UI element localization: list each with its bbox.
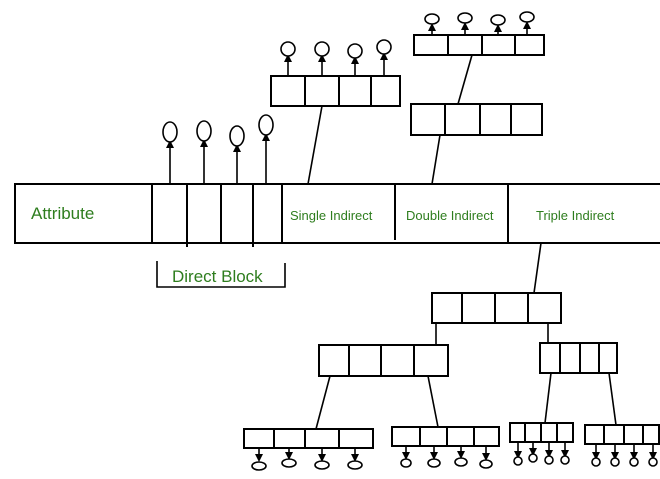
pointer-block	[391, 426, 500, 447]
direct-block-bracket: Direct Block	[156, 261, 286, 288]
triple-indirect-tree	[243, 242, 660, 471]
data-block-node	[196, 120, 212, 142]
inode-structure: Attribute Single Indirect Double Indirec…	[14, 183, 660, 247]
data-block-node	[280, 41, 296, 57]
single-indirect-tree	[270, 39, 401, 185]
data-block-node	[457, 12, 473, 24]
data-block-node	[314, 41, 330, 57]
data-block-node	[281, 458, 297, 468]
bracket-line	[156, 261, 286, 288]
pointer-block	[539, 342, 618, 374]
pointer-block	[431, 292, 562, 324]
data-block-node	[610, 457, 620, 467]
data-block-node	[347, 43, 363, 59]
attribute-label: Attribute	[31, 204, 94, 223]
data-block-node	[229, 125, 245, 147]
link-line	[544, 372, 552, 424]
data-block-node	[162, 121, 178, 143]
data-block-node	[251, 461, 267, 471]
link-line	[431, 134, 441, 185]
pointer-block	[584, 424, 660, 445]
double-indirect-tree	[410, 11, 545, 185]
double-indirect-label: Double Indirect	[406, 208, 494, 223]
data-block-node	[424, 13, 440, 25]
data-block-node	[314, 460, 330, 470]
data-block-node	[629, 457, 639, 467]
link-line	[307, 105, 323, 185]
data-block-node	[648, 457, 658, 467]
data-block-node	[454, 457, 468, 467]
link-line	[608, 372, 617, 426]
link-line	[315, 375, 331, 430]
direct-pointers	[162, 114, 274, 184]
data-block-node	[479, 459, 493, 469]
pointer-block	[318, 344, 449, 377]
data-block-node	[376, 39, 392, 55]
link-line	[457, 54, 473, 105]
data-block-node	[519, 11, 535, 23]
pointer-block	[270, 75, 401, 107]
data-block-node	[347, 460, 363, 470]
pointer-block	[243, 428, 374, 449]
pointer-block	[413, 34, 545, 56]
data-block-node	[400, 458, 412, 468]
data-block-node	[528, 453, 538, 463]
data-block-node	[427, 458, 441, 468]
data-block-node	[513, 456, 523, 466]
inode-outline	[14, 183, 660, 244]
data-block-node	[544, 455, 554, 465]
link-line	[427, 375, 439, 428]
single-indirect-label: Single Indirect	[290, 208, 373, 223]
data-block-node	[258, 114, 274, 136]
pointer-block	[410, 103, 543, 136]
data-block-node	[591, 457, 601, 467]
data-block-node	[490, 14, 506, 26]
data-block-node	[560, 455, 570, 465]
direct-block-label: Direct Block	[172, 267, 263, 286]
link-line	[533, 242, 542, 294]
triple-indirect-label: Triple Indirect	[536, 208, 615, 223]
